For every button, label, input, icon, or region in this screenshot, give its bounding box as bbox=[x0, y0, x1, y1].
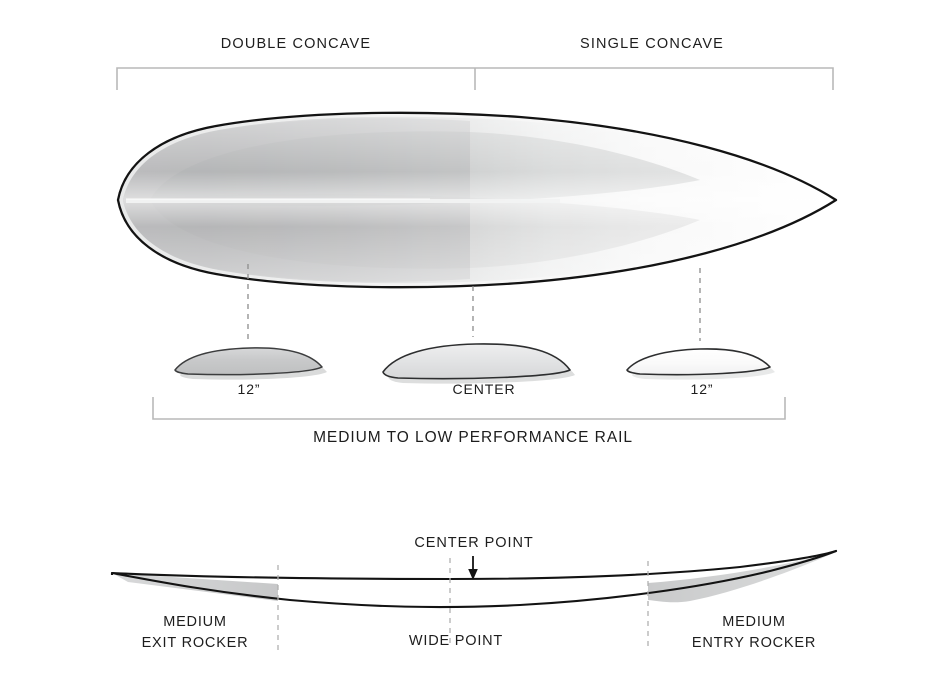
label-entry-rocker-line1: MEDIUM bbox=[722, 614, 786, 630]
label-center-point: CENTER POINT bbox=[414, 535, 534, 551]
section-leader-lines bbox=[247, 264, 701, 341]
rail-dimension-bracket bbox=[152, 397, 786, 420]
label-exit-rocker-line1: MEDIUM bbox=[163, 614, 227, 630]
board-outline bbox=[116, 111, 838, 289]
rocker-deck-line bbox=[110, 549, 838, 581]
label-section-12-right: 12” bbox=[690, 381, 714, 397]
label-performance-rail: MEDIUM TO LOW PERFORMANCE RAIL bbox=[313, 429, 633, 446]
label-single-concave: SINGLE CONCAVE bbox=[580, 36, 724, 52]
rocker-bottom-line bbox=[110, 549, 838, 609]
label-section-12-left: 12” bbox=[237, 381, 261, 397]
cross-section-left bbox=[174, 347, 327, 380]
center-point-arrow bbox=[468, 556, 478, 580]
label-double-concave: DOUBLE CONCAVE bbox=[220, 36, 372, 52]
cross-section-center bbox=[382, 343, 575, 384]
surfboard-plan-view bbox=[116, 111, 838, 289]
label-entry-rocker-line2: ENTRY ROCKER bbox=[691, 635, 817, 651]
rocker-profile-view bbox=[110, 549, 838, 650]
label-section-center: CENTER bbox=[452, 381, 516, 397]
label-wide-point: WIDE POINT bbox=[408, 633, 504, 649]
plan-dimension-bracket bbox=[116, 67, 834, 90]
label-exit-rocker-line2: EXIT ROCKER bbox=[141, 635, 249, 651]
cross-section-right bbox=[626, 348, 775, 380]
